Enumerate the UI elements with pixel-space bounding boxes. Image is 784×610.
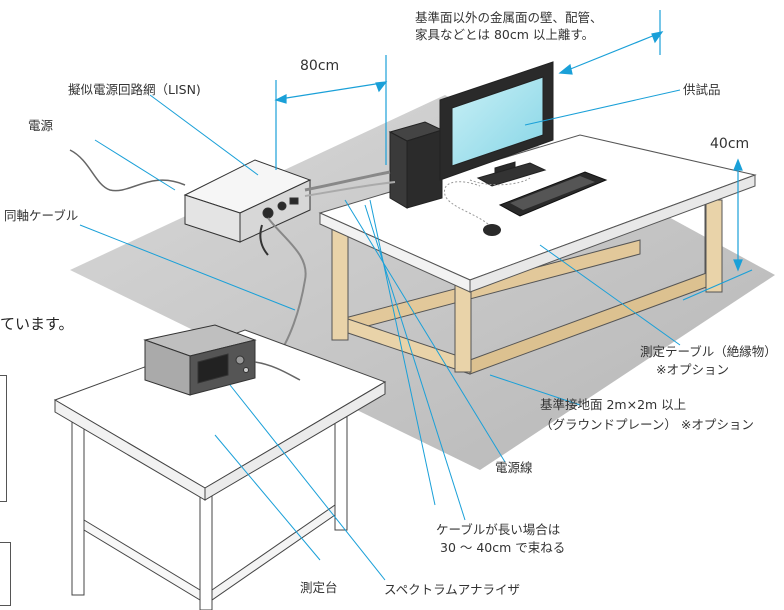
monitor [439, 61, 554, 187]
pc-tower [388, 121, 444, 209]
ground-plane-label-line1: 基準接地面 2m×2m 以上 [540, 397, 687, 412]
dimension-lines [274, 10, 753, 301]
cut-off-body-text: ています。 [0, 315, 74, 333]
power-line-label: 電源線 [495, 460, 533, 475]
bundle-note-line1: ケーブルが長い場合は [436, 522, 561, 537]
mouse [483, 224, 501, 236]
power-line-2 [304, 181, 396, 197]
power-line-1 [304, 170, 391, 192]
dimension-40cm: 40cm [710, 136, 750, 152]
dimension-80cm: 80cm [300, 58, 340, 74]
measurement-stand-label: 測定台 [300, 580, 338, 595]
leader-lines [79, 89, 681, 581]
cropped-table-fragment-2 [0, 542, 11, 606]
bundle-note-line2: 30 ～ 40cm で束ねる [440, 540, 566, 555]
analyzer-power-cable [254, 361, 301, 381]
spectrum-analyzer-label: スペクトラムアナライザ [384, 582, 521, 597]
measurement-stand [53, 329, 387, 610]
power-supply-label: 電源 [28, 118, 54, 133]
power-supply-cable [69, 149, 186, 192]
ground-plane-label-line2: （グラウンドプレーン） ※オプション [540, 417, 754, 432]
clearance-note-line1: 基準面以外の金属面の壁、配管、 [415, 10, 603, 25]
keyboard [498, 171, 608, 217]
lisn-ground-cable [259, 224, 269, 256]
lisn-box [183, 159, 312, 243]
test-table-label-line1: 測定テーブル（絶縁物） [640, 344, 777, 359]
eut-label: 供試品 [683, 82, 721, 97]
cropped-table-fragment-1 [0, 375, 7, 502]
spectrum-analyzer [143, 324, 257, 396]
clearance-note-line2: 家具などとは 80cm 以上離す。 [415, 27, 595, 42]
coax-cable-label: 同軸ケーブル [4, 208, 79, 223]
test-table [318, 134, 757, 375]
mouse-cable [444, 181, 489, 225]
monitor-cable [469, 177, 531, 186]
lisn-label: 擬似電源回路網（LISN) [68, 82, 201, 97]
test-table-label-line2: ※オプション [656, 362, 729, 377]
